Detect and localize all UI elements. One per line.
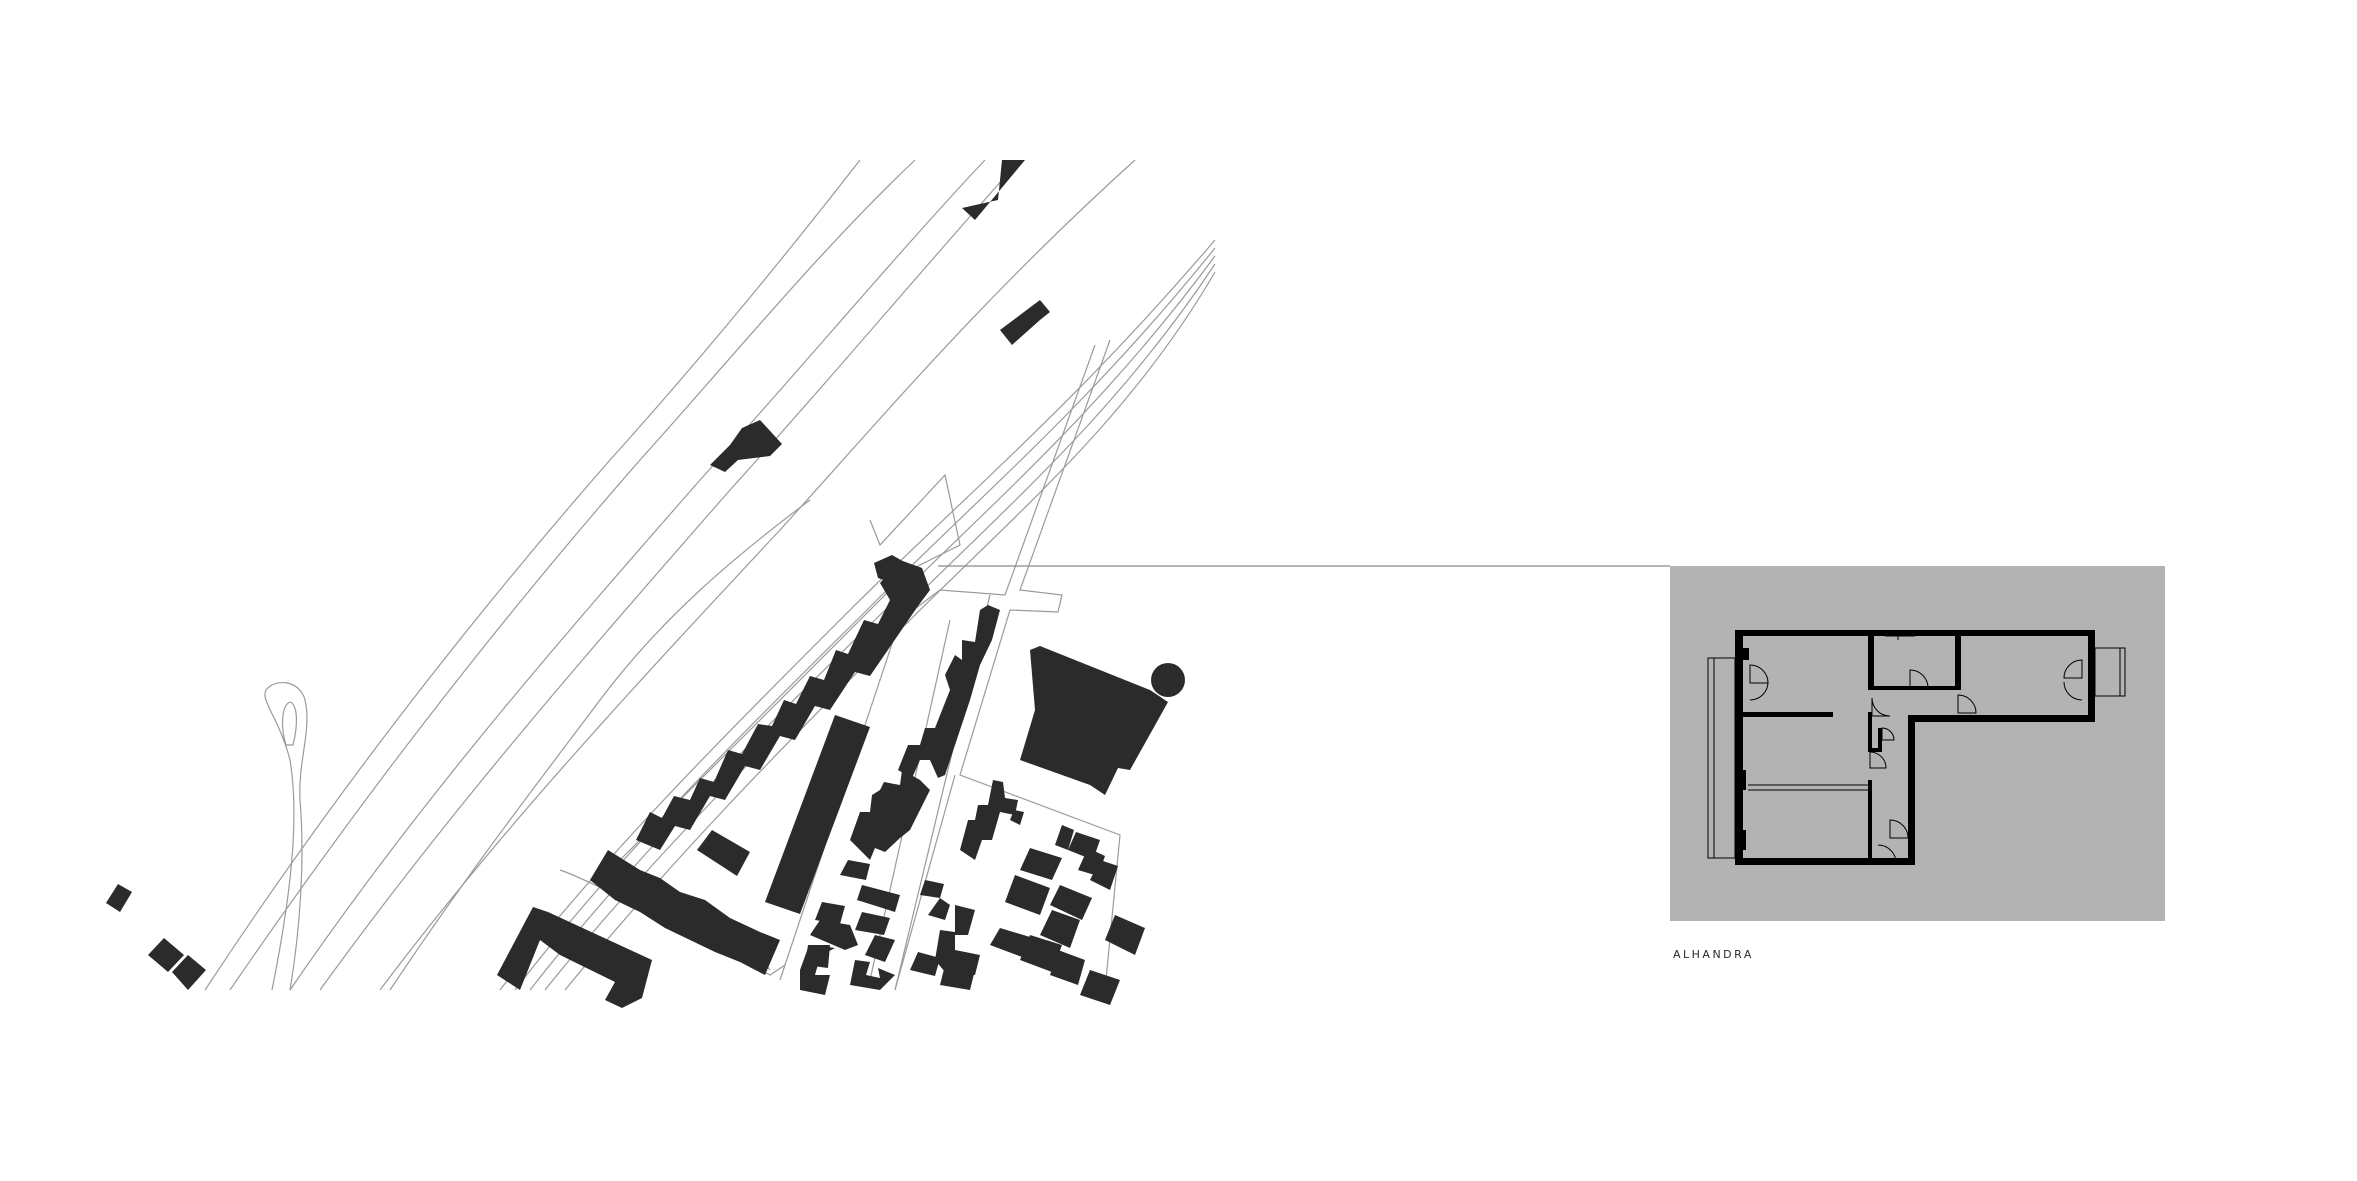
building [172, 955, 206, 990]
building [1005, 875, 1050, 915]
building [920, 880, 944, 898]
building [962, 160, 1025, 220]
plan-doors [1749, 659, 2083, 864]
building [497, 907, 652, 1008]
building [1080, 970, 1120, 1005]
building [1090, 860, 1118, 890]
building [857, 885, 900, 912]
building [710, 420, 782, 472]
building [874, 555, 908, 584]
building [810, 920, 858, 950]
building [960, 780, 1018, 860]
loop-road [264, 682, 308, 991]
building [106, 884, 132, 912]
building [1050, 950, 1085, 985]
building [636, 560, 930, 850]
building [1020, 646, 1168, 795]
building [935, 905, 980, 975]
building [1055, 825, 1074, 850]
building [928, 898, 950, 920]
building [1010, 810, 1024, 825]
building [1050, 885, 1092, 920]
building [940, 965, 975, 990]
building [1040, 910, 1080, 948]
building [1105, 915, 1145, 955]
building [590, 850, 780, 975]
building [1151, 663, 1185, 697]
building [850, 770, 930, 860]
building [697, 830, 750, 876]
building [815, 902, 845, 924]
building [990, 928, 1040, 960]
building [855, 912, 890, 935]
building [898, 605, 1000, 778]
plan-thin-lines [1707, 635, 2126, 859]
building [1020, 848, 1062, 880]
building [800, 948, 830, 995]
building [148, 938, 184, 972]
plan-caption: ALHANDRA [1673, 948, 1754, 961]
building [1000, 300, 1050, 345]
building [910, 952, 940, 976]
building [850, 960, 895, 990]
plan-background [1670, 566, 2165, 921]
floor-plan [1670, 566, 2165, 921]
building [765, 715, 870, 914]
building [840, 860, 870, 880]
building [865, 935, 895, 962]
buildings [106, 160, 1185, 1008]
road-lines [204, 159, 1216, 991]
